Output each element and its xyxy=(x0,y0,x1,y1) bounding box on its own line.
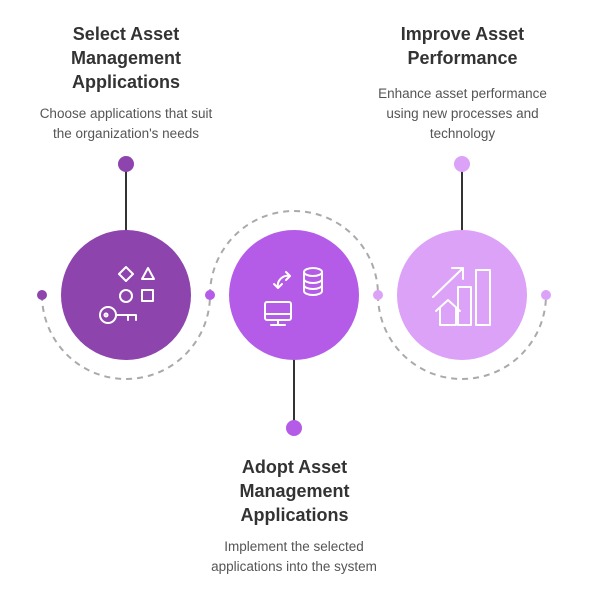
computer-database-sync-icon xyxy=(264,267,323,326)
junction-dot-3 xyxy=(373,290,383,300)
step-1-description: Choose applications that suit the organi… xyxy=(39,106,213,141)
step-3-description: Enhance asset performance using new proc… xyxy=(378,86,547,141)
step-3-title: Improve Asset Performance xyxy=(400,24,525,68)
dashed-arc-1 xyxy=(41,294,211,380)
step-2-description: Implement the selected applications into… xyxy=(211,539,377,574)
dashed-arc-2 xyxy=(209,210,379,296)
connector-dot-2 xyxy=(286,420,302,436)
step-1-title: Select Asset Management Applications xyxy=(70,24,182,92)
dashed-arc-3 xyxy=(377,294,547,380)
step-circle-3 xyxy=(397,230,527,360)
connector-dot-3 xyxy=(454,156,470,172)
growth-chart-house-icon xyxy=(432,267,491,326)
connector-dot-1 xyxy=(118,156,134,172)
junction-dot-4 xyxy=(541,290,551,300)
junction-dot-2 xyxy=(205,290,215,300)
step-circle-2 xyxy=(229,230,359,360)
shapes-and-key-icon xyxy=(99,266,155,324)
junction-dot-1 xyxy=(37,290,47,300)
step-circle-1 xyxy=(61,230,191,360)
step-2-title: Adopt Asset Management Applications xyxy=(239,457,350,525)
